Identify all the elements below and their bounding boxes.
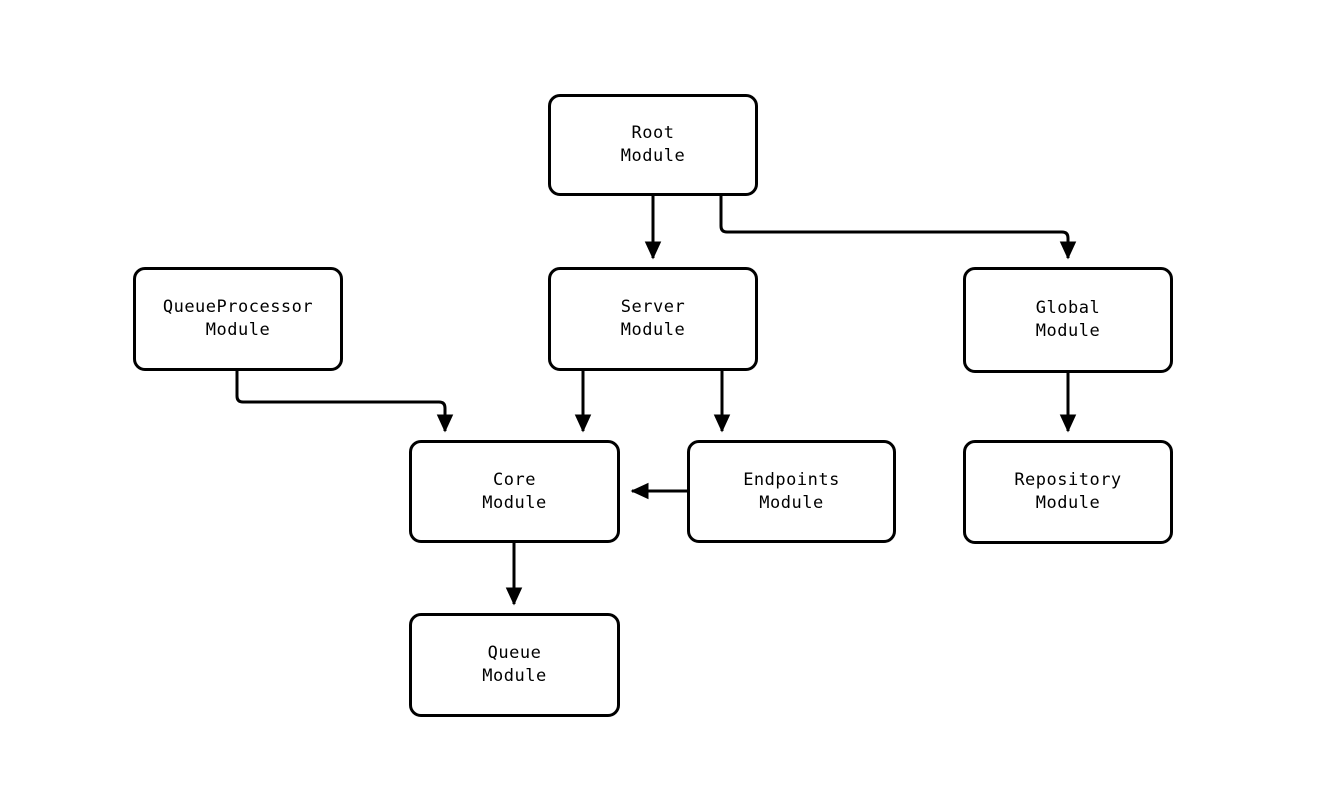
node-repository-label-line2: Module xyxy=(1035,493,1101,513)
node-core-label-line2: Module xyxy=(482,492,547,513)
node-repository-label-line1: Repository xyxy=(1014,470,1122,490)
node-root-label-line1: Root xyxy=(631,123,675,143)
edge-root-to-global xyxy=(719,196,1077,260)
node-global-label-line2: Module xyxy=(1035,321,1101,341)
node-server-label-line2: Module xyxy=(620,320,686,340)
node-queueprocessor-label-line2: Module xyxy=(205,320,271,340)
node-root-label-line2: Module xyxy=(620,146,686,166)
node-endpoints-label-line2: Module xyxy=(759,492,824,513)
node-queue-label-line1: Queue xyxy=(487,643,542,663)
node-endpoints-label-line1: Endpoints xyxy=(743,469,840,490)
edge-queueprocessor-to-core xyxy=(235,371,454,433)
node-server-label-line1: Server xyxy=(620,297,686,317)
node-global-label-line1: Global xyxy=(1035,298,1101,318)
node-queue-label-line2: Module xyxy=(482,666,547,686)
node-queueprocessor-label-line1: QueueProcessor xyxy=(162,297,314,317)
node-core-label-line1: Core xyxy=(493,469,536,490)
